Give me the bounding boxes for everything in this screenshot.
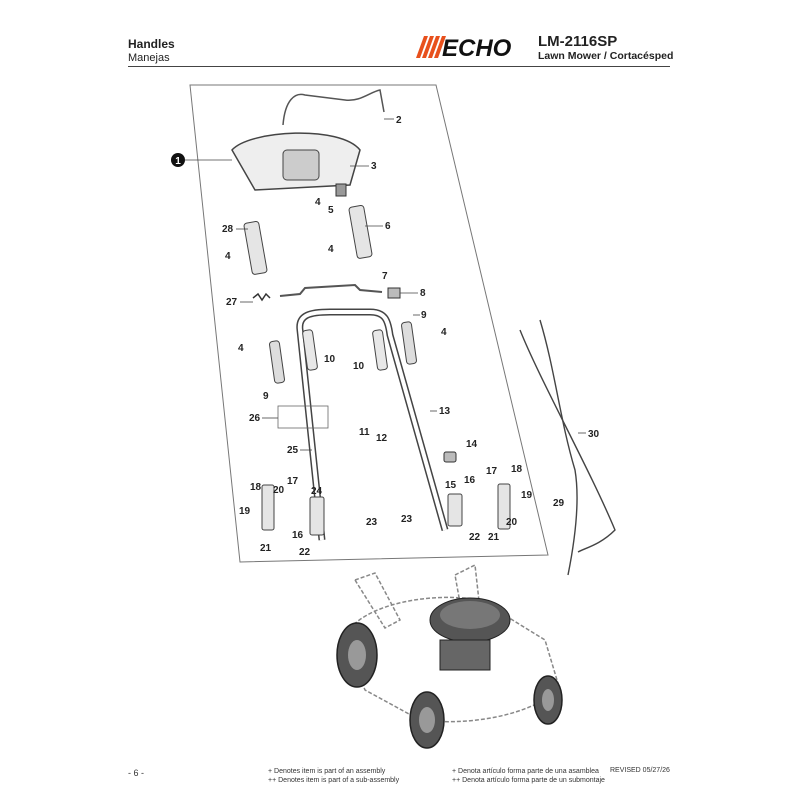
callout-4b: 4 bbox=[328, 244, 334, 255]
callout-9: 9 bbox=[421, 310, 427, 321]
echo-logo: ECHO bbox=[416, 36, 512, 58]
callout-23b: 23 bbox=[401, 514, 413, 525]
part-bracket-24 bbox=[309, 496, 325, 536]
callout-15: 15 bbox=[445, 480, 457, 491]
callout-14: 14 bbox=[466, 439, 478, 450]
callout-10: 10 bbox=[324, 354, 336, 365]
callout-20: 20 bbox=[273, 485, 285, 496]
callout-19: 19 bbox=[521, 490, 533, 501]
footer-note-subassembly: ++ Denotes item is part of a sub-assembl… bbox=[268, 777, 400, 784]
part-grip-10-right bbox=[372, 329, 388, 371]
part-grip-9-left bbox=[269, 340, 285, 384]
callout-22b: 22 bbox=[469, 532, 481, 543]
part-bail-rod bbox=[279, 283, 383, 297]
callout-27: 27 bbox=[226, 297, 238, 308]
callout-4: 4 bbox=[315, 197, 321, 208]
product-name: Lawn Mower / Cortacésped bbox=[538, 50, 674, 62]
callout-3: 3 bbox=[371, 161, 377, 172]
callout-9b: 9 bbox=[263, 391, 269, 402]
part-26-box bbox=[277, 405, 329, 429]
part-grip-center bbox=[282, 149, 320, 181]
part-upper-bar bbox=[282, 89, 385, 126]
callout-11: 11 bbox=[359, 427, 370, 438]
footer-nota-asamblea: + Denota artículo forma parte de una asa… bbox=[452, 768, 599, 775]
part-guide-28 bbox=[243, 220, 268, 275]
part-cable-29 bbox=[539, 319, 578, 576]
callout-5: 5 bbox=[328, 205, 334, 216]
mower-engine bbox=[429, 597, 511, 671]
callout-28: 28 bbox=[222, 224, 234, 235]
callout-12: 12 bbox=[376, 433, 388, 444]
model-number: LM-2116SP bbox=[538, 33, 618, 50]
brand-text: ECHO bbox=[442, 36, 512, 58]
part-grip-9-right bbox=[401, 321, 417, 365]
callout-16: 16 bbox=[464, 475, 476, 486]
callout-21b: 21 bbox=[488, 532, 500, 543]
callout-17: 17 bbox=[287, 476, 299, 487]
callout-29: 29 bbox=[553, 498, 565, 509]
assembly-ref-number: 1 bbox=[175, 156, 181, 167]
callout-25: 25 bbox=[287, 445, 299, 456]
callout-26: 26 bbox=[249, 413, 261, 424]
part-14 bbox=[443, 451, 457, 463]
callout-4d: 4 bbox=[238, 343, 244, 354]
callout-30: 30 bbox=[588, 429, 600, 440]
callout-17b: 17 bbox=[486, 466, 498, 477]
footer-notes-en: + Denotes item is part of an assembly ++… bbox=[268, 767, 399, 785]
page-header-left: Handles Manejas bbox=[128, 37, 175, 65]
mower-hubs bbox=[348, 640, 554, 733]
callout-23: 23 bbox=[366, 517, 378, 528]
part-spring-27 bbox=[252, 292, 271, 302]
callout-2: 2 bbox=[396, 115, 402, 126]
callout-6: 6 bbox=[385, 221, 391, 232]
page-number: - 6 - bbox=[128, 768, 145, 778]
part-guide-6 bbox=[348, 204, 373, 259]
callout-4c: 4 bbox=[225, 251, 231, 262]
part-grip-10-left bbox=[302, 329, 318, 371]
leader-lines bbox=[185, 118, 586, 451]
callout-8: 8 bbox=[420, 288, 426, 299]
callout-10b: 10 bbox=[353, 361, 365, 372]
part-5 bbox=[335, 183, 347, 197]
callout-labels: 2 3 4 5 28 6 4 4 7 8 27 9 4 4 10 10 9 26… bbox=[222, 115, 600, 558]
callout-4e: 4 bbox=[441, 327, 447, 338]
callout-20b: 20 bbox=[506, 517, 518, 528]
page-subtitle: Manejas bbox=[128, 52, 170, 64]
callout-13: 13 bbox=[439, 406, 451, 417]
revision-date: REVISED 05/27/26 bbox=[610, 767, 670, 774]
assembly-outline bbox=[189, 84, 549, 563]
footer-note-assembly: + Denotes item is part of an assembly bbox=[268, 768, 386, 775]
footer-notes-es: + Denota artículo forma parte de una asa… bbox=[452, 767, 605, 785]
page-title: Handles bbox=[128, 37, 175, 51]
part-8 bbox=[387, 287, 401, 299]
part-bracket-18-right bbox=[497, 483, 511, 530]
callout-18b: 18 bbox=[511, 464, 523, 475]
footer-nota-submontaje: ++ Denota artículo forma parte de un sub… bbox=[452, 777, 605, 784]
page-header-right: LM-2116SP Lawn Mower / Cortacésped bbox=[538, 33, 673, 63]
part-bracket-18-left bbox=[261, 484, 275, 531]
callout-21: 21 bbox=[260, 543, 272, 554]
callout-18: 18 bbox=[250, 482, 262, 493]
header-rule bbox=[128, 66, 670, 68]
callout-24: 24 bbox=[311, 486, 323, 497]
assembly-ref-badge bbox=[171, 153, 185, 167]
callout-7: 7 bbox=[382, 271, 388, 282]
callout-19b: 19 bbox=[239, 506, 251, 517]
part-bracket-15 bbox=[447, 493, 463, 527]
part-cable-30 bbox=[519, 329, 616, 553]
callout-16b: 16 bbox=[292, 530, 304, 541]
callout-22: 22 bbox=[299, 547, 311, 558]
